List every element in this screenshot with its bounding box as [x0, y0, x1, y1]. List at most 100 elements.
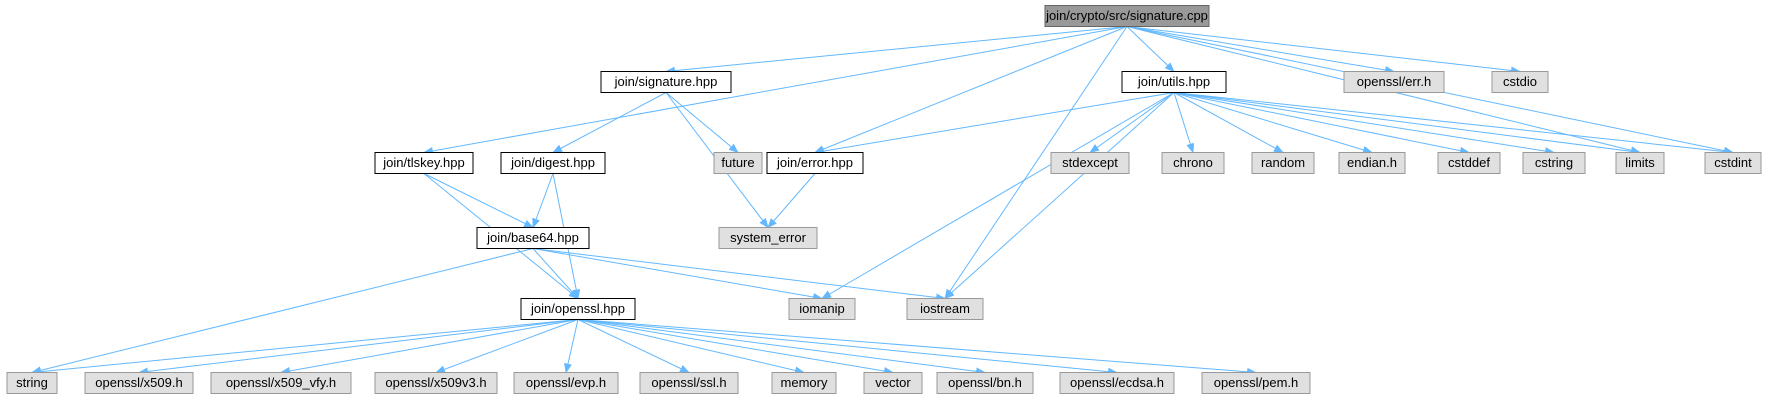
node-label-utils_hpp: join/utils.hpp [1137, 74, 1210, 89]
edge-openssl_hpp-to-pem_h [577, 319, 1257, 376]
node-label-base64_hpp: join/base64.hpp [486, 230, 579, 245]
edge-base64_hpp-to-iostream [532, 248, 946, 302]
node-box-future [713, 152, 763, 174]
edge-base64_hpp-to-openssl_hpp [532, 248, 579, 300]
node-label-iostream: iostream [920, 301, 970, 316]
edge-openssl_hpp-to-ssl_h [577, 319, 690, 373]
node-box-x509_h [84, 372, 194, 394]
node-error_hpp[interactable]: join/error.hpp [766, 152, 864, 174]
edge-digest_hpp-to-base64_hpp [532, 173, 554, 229]
node-cstring: cstring [1522, 152, 1586, 174]
edge-error_hpp-to-system_error [767, 173, 816, 229]
node-label-endian_h: endian.h [1347, 155, 1397, 170]
node-box-string [6, 372, 58, 394]
node-stdexcept: stdexcept [1050, 152, 1130, 174]
edge-openssl_hpp-to-ecdsa_h [577, 319, 1118, 376]
edge-utils_hpp-to-iomanip [821, 92, 1175, 300]
node-box-endian_h [1338, 152, 1406, 174]
node-box-signature_hpp [600, 71, 732, 93]
node-label-evp_h: openssl/evp.h [526, 375, 606, 390]
node-label-limits: limits [1625, 155, 1655, 170]
edge-utils_hpp-to-chrono [1173, 92, 1195, 154]
edge-utils_hpp-to-iostream [944, 92, 1175, 300]
node-label-cstring: cstring [1535, 155, 1573, 170]
node-box-openssl_hpp [520, 298, 636, 320]
node-label-ssl_h: openssl/ssl.h [651, 375, 726, 390]
edge-root-to-err_h [1126, 26, 1395, 74]
node-label-stdexcept: stdexcept [1062, 155, 1118, 170]
node-label-system_error: system_error [730, 230, 807, 245]
node-box-ecdsa_h [1059, 372, 1175, 394]
node-system_error: system_error [718, 227, 818, 249]
edge-root-to-error_hpp [814, 26, 1128, 153]
node-tlskey_hpp[interactable]: join/tlskey.hpp [374, 152, 474, 174]
edge-openssl_hpp-to-x509_h [138, 319, 579, 376]
node-vector: vector [863, 372, 923, 394]
edge-openssl_hpp-to-x509_vfy_h [280, 319, 579, 375]
node-box-stdexcept [1050, 152, 1130, 174]
node-box-error_hpp [766, 152, 864, 174]
edge-base64_hpp-to-string [31, 248, 534, 375]
node-box-root [1044, 5, 1210, 27]
node-label-memory: memory [781, 375, 828, 390]
node-signature_hpp[interactable]: join/signature.hpp [600, 71, 732, 93]
edge-utils_hpp-to-random [1173, 92, 1284, 153]
node-root[interactable]: join/crypto/src/signature.cpp [1044, 5, 1210, 27]
node-box-evp_h [513, 372, 619, 394]
nodes-layer: join/crypto/src/signature.cpp join/signat… [6, 5, 1762, 394]
edge-base64_hpp-to-iomanip [532, 248, 823, 301]
node-openssl_hpp[interactable]: join/openssl.hpp [520, 298, 636, 320]
node-label-err_h: openssl/err.h [1357, 74, 1431, 89]
edge-openssl_hpp-to-memory [577, 319, 805, 375]
node-label-tlskey_hpp: join/tlskey.hpp [382, 155, 464, 170]
edge-openssl_hpp-to-string [31, 319, 579, 376]
node-err_h: openssl/err.h [1343, 71, 1445, 93]
node-box-limits [1615, 152, 1665, 174]
node-label-string: string [16, 375, 48, 390]
node-cstdint: cstdint [1704, 152, 1762, 174]
edge-signature_hpp-to-future [665, 92, 739, 154]
node-label-x509_vfy_h: openssl/x509_vfy.h [226, 375, 336, 390]
node-label-future: future [721, 155, 754, 170]
edge-openssl_hpp-to-bn_h [577, 319, 986, 376]
node-box-memory [771, 372, 837, 394]
node-memory: memory [771, 372, 837, 394]
node-box-chrono [1161, 152, 1225, 174]
node-label-x509v3_h: openssl/x509v3.h [385, 375, 486, 390]
node-box-cstdio [1491, 71, 1549, 93]
node-ecdsa_h: openssl/ecdsa.h [1059, 372, 1175, 394]
node-random: random [1251, 152, 1315, 174]
edge-utils_hpp-to-error_hpp [814, 92, 1175, 155]
node-box-digest_hpp [500, 152, 606, 174]
node-label-signature_hpp: join/signature.hpp [614, 74, 718, 89]
node-label-cstdint: cstdint [1714, 155, 1752, 170]
edge-tlskey_hpp-to-base64_hpp [423, 173, 534, 228]
edge-root-to-iostream [944, 26, 1128, 300]
node-box-base64_hpp [476, 227, 590, 249]
node-box-cstring [1522, 152, 1586, 174]
node-box-iostream [906, 298, 984, 320]
edge-openssl_hpp-to-x509v3_h [435, 319, 579, 374]
node-base64_hpp[interactable]: join/base64.hpp [476, 227, 590, 249]
node-x509_vfy_h: openssl/x509_vfy.h [210, 372, 352, 394]
node-box-tlskey_hpp [374, 152, 474, 174]
node-label-pem_h: openssl/pem.h [1214, 375, 1299, 390]
edge-root-to-cstdio [1126, 26, 1521, 75]
node-iomanip: iomanip [788, 298, 856, 320]
edge-utils_hpp-to-limits [1173, 92, 1641, 156]
node-pem_h: openssl/pem.h [1201, 372, 1311, 394]
node-label-root: join/crypto/src/signature.cpp [1045, 8, 1208, 23]
node-box-utils_hpp [1121, 71, 1227, 93]
node-utils_hpp[interactable]: join/utils.hpp [1121, 71, 1227, 93]
node-endian_h: endian.h [1338, 152, 1406, 174]
edge-utils_hpp-to-cstddef [1173, 92, 1470, 155]
edge-utils_hpp-to-endian_h [1173, 92, 1373, 154]
node-label-vector: vector [875, 375, 911, 390]
node-label-bn_h: openssl/bn.h [948, 375, 1022, 390]
node-box-err_h [1343, 71, 1445, 93]
node-label-iomanip: iomanip [799, 301, 845, 316]
node-future: future [713, 152, 763, 174]
node-cstdio: cstdio [1491, 71, 1549, 93]
node-digest_hpp[interactable]: join/digest.hpp [500, 152, 606, 174]
